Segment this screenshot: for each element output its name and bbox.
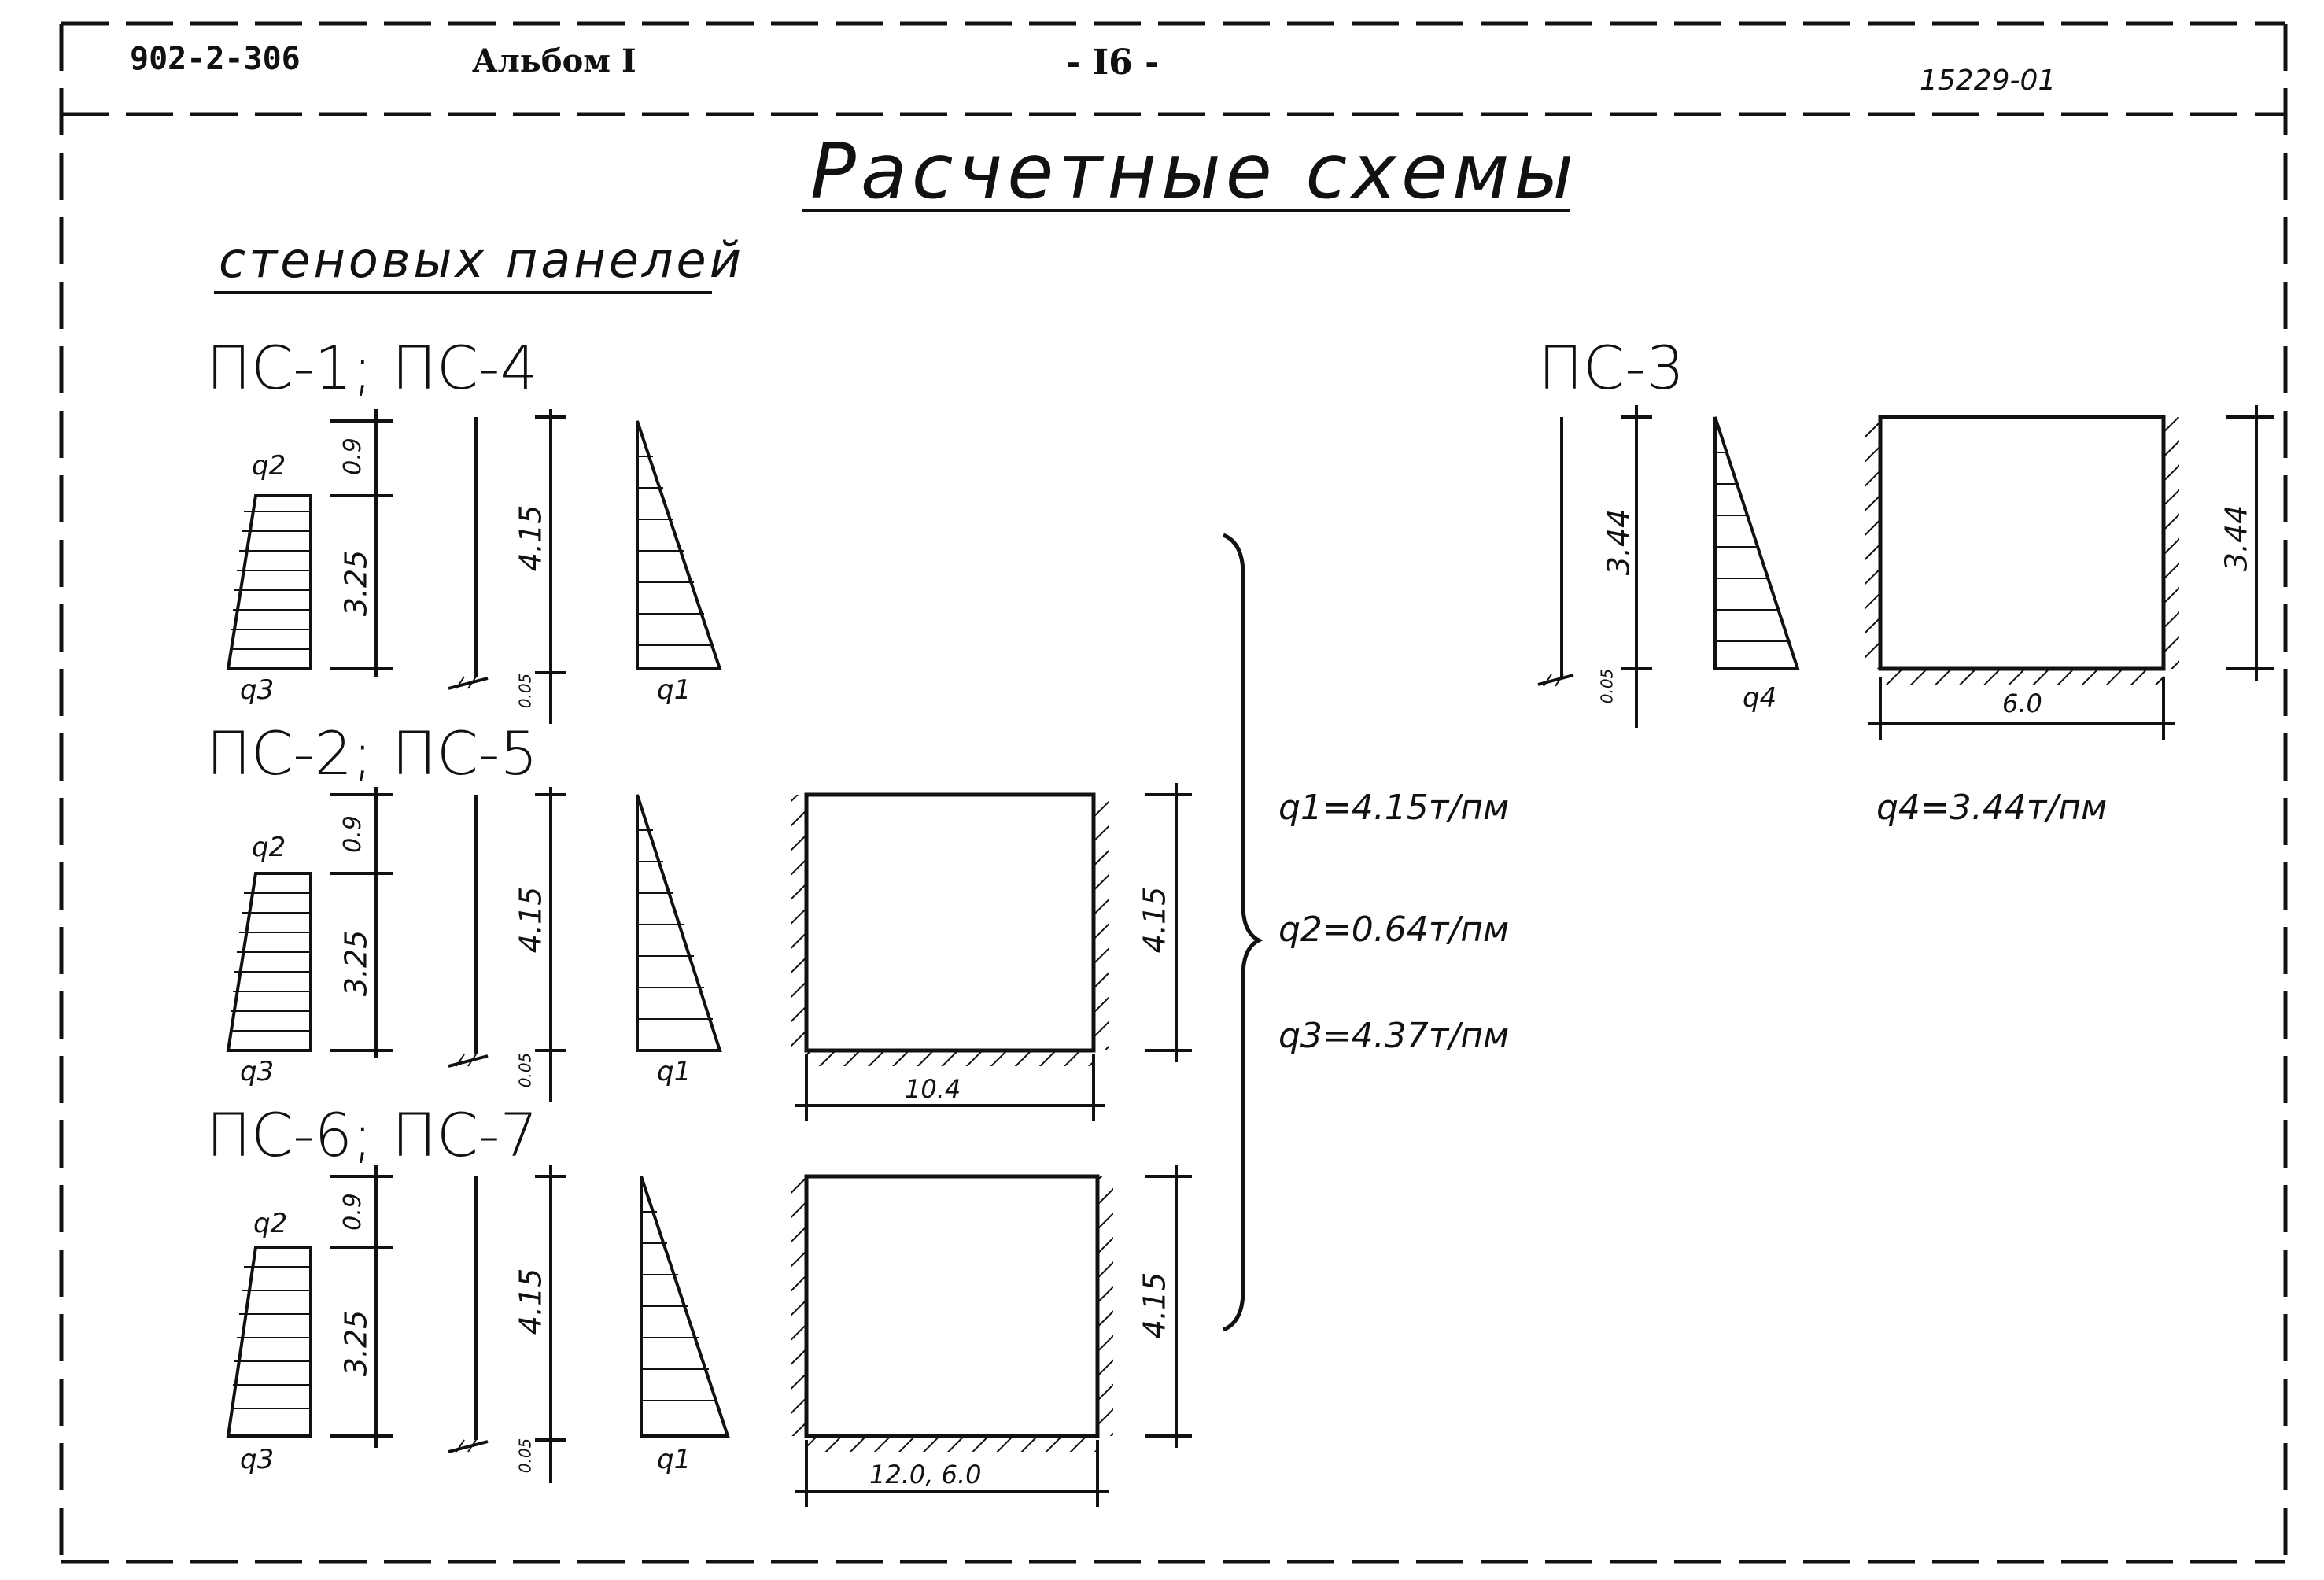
doc-code: 902-2-306: [130, 41, 301, 77]
page-subtitle: стеновых панелей: [219, 231, 744, 289]
g1-dim-total: 4.15: [513, 504, 548, 572]
load-q3: q3=4.37т/пм: [1278, 1016, 1510, 1056]
album-label: Альбом I: [472, 42, 636, 79]
sheet-frame: [59, 21, 2288, 1564]
ps3-dim-total: 3.44: [1601, 508, 1636, 576]
load-q1: q1=4.15т/пм: [1278, 788, 1510, 828]
g1-load-bottom: q3: [240, 674, 275, 706]
g1-dim-top: 0.9: [338, 437, 367, 475]
g1-schemes: [226, 409, 722, 724]
g2-dim-bottom: 0.05: [515, 1052, 535, 1088]
g3-dim-top: 0.9: [338, 1193, 367, 1231]
sheet-code: 15229-01: [1920, 65, 2057, 97]
g3-dim-bottom: 0.05: [515, 1438, 535, 1474]
g3-plate-width: 12.0, 6.0: [869, 1460, 982, 1490]
g3-plate-height: 4.15: [1137, 1272, 1172, 1339]
g1-dim-mid: 3.25: [338, 549, 374, 617]
g2-dim-total: 4.15: [513, 886, 548, 954]
g2-dim-mid: 3.25: [338, 929, 374, 997]
group-label-g1: ПС-1; ПС-4: [206, 333, 538, 403]
ps3-schemes: [1537, 405, 2274, 740]
g3-load-top: q2: [253, 1208, 288, 1239]
g2-plate-width: 10.4: [905, 1074, 961, 1104]
ps3-dim-bottom: 0.05: [1597, 668, 1617, 704]
ps3-load-tri: q4: [1743, 682, 1777, 714]
ps3-plate-width: 6.0: [2002, 688, 2042, 718]
g2-dim-top: 0.9: [338, 815, 367, 853]
g1-load-top: q2: [252, 450, 286, 482]
g3-load-bottom: q3: [240, 1444, 275, 1475]
load-q4: q4=3.44т/пм: [1876, 788, 2108, 828]
g2-load-bottom: q3: [240, 1056, 275, 1087]
g3-dim-total: 4.15: [513, 1268, 548, 1335]
g3-dim-mid: 3.25: [338, 1309, 374, 1377]
page-title: Расчетные схемы: [810, 127, 1579, 216]
g3-schemes: [226, 1165, 1192, 1507]
g2-load-tri: q1: [657, 1056, 692, 1087]
g2-load-top: q2: [252, 832, 286, 863]
g2-plate-height: 4.15: [1137, 886, 1172, 954]
g3-load-tri: q1: [657, 1444, 692, 1475]
group-label-ps3: ПС-3: [1538, 333, 1684, 403]
g2-schemes: [226, 783, 1192, 1121]
group-brace: [1222, 533, 1263, 1332]
group-label-g3: ПС-6; ПС-7: [206, 1100, 538, 1170]
load-q2: q2=0.64т/пм: [1278, 910, 1510, 950]
group-label-g2: ПС-2; ПС-5: [206, 718, 538, 788]
g1-dim-bottom: 0.05: [515, 673, 535, 709]
ps3-plate-height: 3.44: [2219, 504, 2254, 572]
page-number: - I6 -: [1066, 42, 1160, 83]
g1-load-tri: q1: [657, 674, 692, 706]
